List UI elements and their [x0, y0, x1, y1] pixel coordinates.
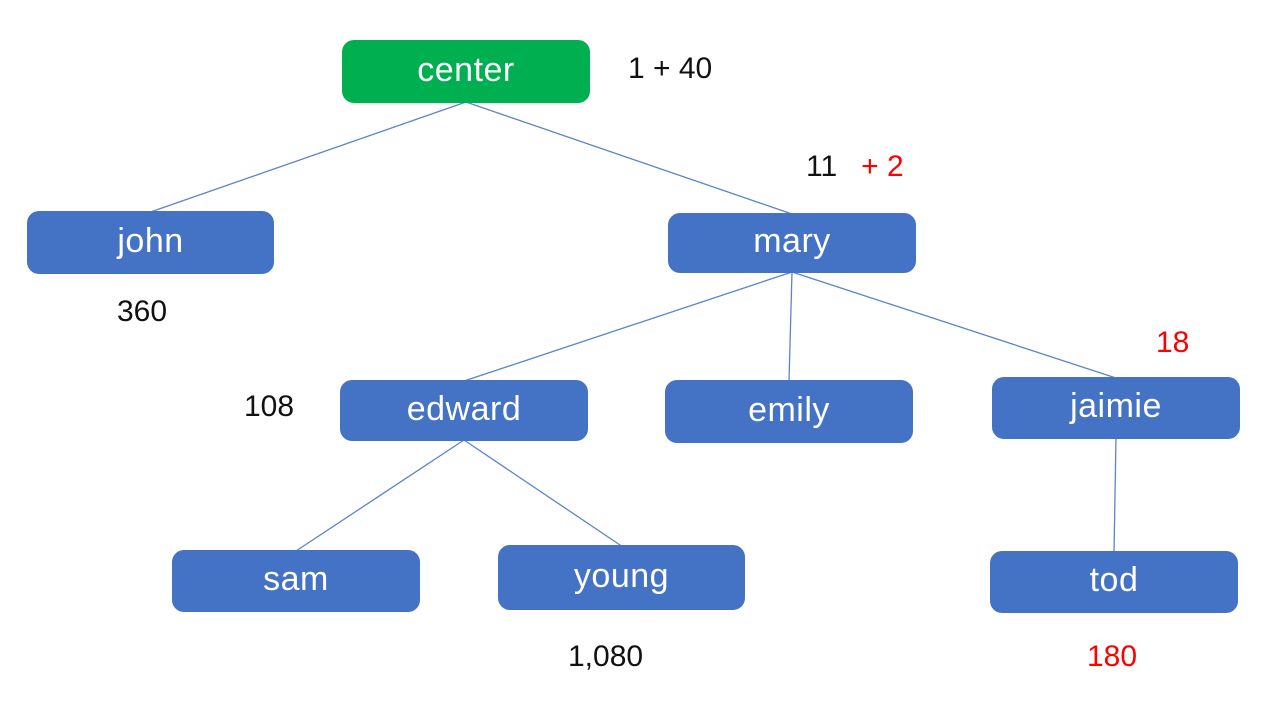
- annotation-john-value: 360: [117, 295, 167, 328]
- node-tod: tod: [990, 551, 1238, 613]
- edge-mary-jaimie: [791, 271, 1117, 379]
- annotation-tod-text: 180: [1087, 640, 1138, 673]
- node-john: john: [27, 211, 274, 274]
- node-jaimie-label: jaimie: [1070, 387, 1162, 425]
- node-mary: mary: [668, 213, 916, 273]
- node-edward: edward: [340, 380, 588, 441]
- node-sam-label: sam: [263, 560, 329, 598]
- edge-center-mary: [465, 101, 793, 215]
- edge-edward-sam: [295, 439, 465, 552]
- edge-jaimie-tod: [1113, 437, 1117, 553]
- annotation-edward-text: 108: [244, 390, 295, 423]
- node-mary-label: mary: [753, 222, 831, 260]
- annotation-center-value: 1 + 40: [628, 52, 712, 85]
- annotation-center-text: 1 + 40: [628, 52, 713, 85]
- annotation-tod-value: 180: [1087, 640, 1137, 673]
- annotation-mary-value: 11 + 2: [806, 150, 904, 183]
- node-young-label: young: [573, 556, 670, 595]
- node-john-label: john: [117, 221, 184, 260]
- annotation-young-text: 1,080: [568, 640, 644, 673]
- node-sam: sam: [172, 550, 420, 612]
- node-tod-label: tod: [1089, 561, 1139, 599]
- annotation-john-text: 360: [117, 295, 168, 328]
- node-jaimie: jaimie: [992, 377, 1240, 439]
- edge-mary-edward: [463, 271, 793, 382]
- node-emily-label: emily: [748, 390, 830, 429]
- annotation-jaimie-value: 18: [1156, 326, 1189, 359]
- edge-center-john: [150, 101, 467, 213]
- annotation-edward-value: 108: [244, 390, 294, 423]
- node-edward-label: edward: [406, 389, 522, 428]
- node-center: center: [342, 40, 590, 103]
- annotation-mary-black-part: 11: [806, 150, 838, 183]
- annotation-jaimie-text: 18: [1156, 326, 1190, 359]
- node-center-label: center: [417, 50, 515, 89]
- node-young: young: [498, 545, 745, 610]
- node-emily: emily: [665, 380, 913, 443]
- edge-edward-young: [463, 439, 622, 547]
- edge-mary-emily: [788, 271, 793, 382]
- annotation-mary-red-part: + 2: [861, 150, 904, 183]
- annotation-young-value: 1,080: [568, 640, 643, 673]
